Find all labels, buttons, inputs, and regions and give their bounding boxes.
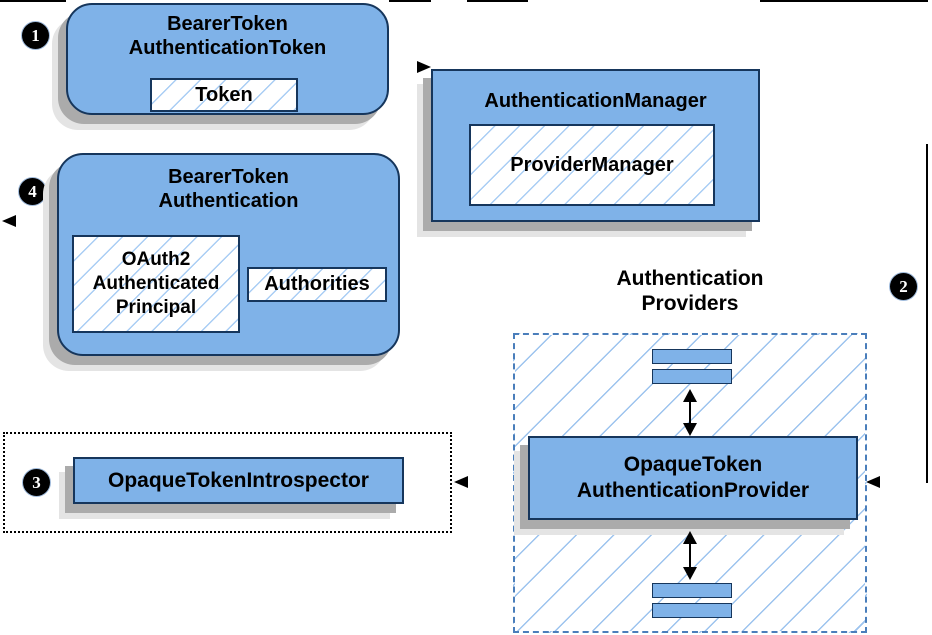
bearer-token-authentication-title: BearerToken Authentication <box>59 165 398 213</box>
token-label: Token <box>195 83 253 106</box>
provider-to-introspector-line <box>467 0 528 2</box>
title-line-2: Authentication <box>158 190 299 212</box>
authentication-providers-label: Authentication Providers <box>565 266 815 316</box>
authorities-field: Authorities <box>247 267 387 302</box>
principal-line-3: Principal <box>115 297 197 318</box>
title-line-1: BearerToken <box>167 13 288 35</box>
principal-line-2: Authenticated <box>92 273 220 294</box>
step-4-arrowhead-icon <box>2 215 16 227</box>
step-2-line-vertical <box>926 144 928 483</box>
step-4-badge: 4 <box>19 178 46 205</box>
title-line-1: BearerToken <box>168 166 289 188</box>
bearer-token-authentication-node: BearerToken Authentication OAuth2 Authen… <box>57 153 400 356</box>
oauth2-authenticated-principal-field: OAuth2 Authenticated Principal <box>72 235 240 333</box>
authentication-manager-node: AuthenticationManager ProviderManager <box>431 69 760 222</box>
token-to-manager-arrowhead-icon <box>417 61 431 73</box>
provider-bar-icon <box>652 603 732 618</box>
bearer-token-authentication-token-title: BearerToken AuthenticationToken <box>68 12 387 60</box>
provider-manager-label: ProviderManager <box>510 153 674 176</box>
provider-bar-icon <box>652 349 732 364</box>
bearer-token-authentication-token-node: BearerToken AuthenticationToken Token <box>66 3 389 115</box>
opaque-token-introspector-label: OpaqueTokenIntrospector <box>108 469 369 492</box>
manager-to-authentication-line <box>400 0 431 2</box>
providers-label-line-2: Providers <box>641 292 739 315</box>
authorities-label: Authorities <box>264 273 370 295</box>
step-4-number: 4 <box>28 181 37 201</box>
provider-bar-icon <box>652 583 732 598</box>
opaque-token-introspector-node: OpaqueTokenIntrospector <box>73 457 404 504</box>
opaque-token-authentication-provider-node: OpaqueToken AuthenticationProvider <box>528 436 858 520</box>
title-line-2: AuthenticationProvider <box>576 479 810 502</box>
step-2-badge: 2 <box>890 273 917 300</box>
step-3-number: 3 <box>32 472 41 492</box>
provider-manager-field: ProviderManager <box>469 124 715 206</box>
step-2-line-horizontal-top <box>760 0 928 2</box>
opaque-token-authentication-provider-title: OpaqueToken AuthenticationProvider <box>530 452 856 504</box>
step-2-arrowhead-icon <box>866 476 880 488</box>
provider-bar-icon <box>652 369 732 384</box>
step-3-badge: 3 <box>23 469 50 496</box>
step-1-badge: 1 <box>22 22 49 49</box>
providers-label-line-1: Authentication <box>616 267 764 290</box>
step-2-line-horizontal-bottom <box>879 0 928 2</box>
title-line-1: OpaqueToken <box>623 453 763 476</box>
title-line-2: AuthenticationToken <box>128 37 327 59</box>
provider-to-introspector-arrowhead-icon <box>454 476 468 488</box>
principal-line-1: OAuth2 <box>121 249 191 270</box>
token-field: Token <box>150 78 298 112</box>
authentication-manager-title: AuthenticationManager <box>484 90 707 112</box>
step-4-outgoing-line <box>14 0 57 2</box>
step-2-number: 2 <box>899 276 908 296</box>
step-1-number: 1 <box>31 25 40 45</box>
